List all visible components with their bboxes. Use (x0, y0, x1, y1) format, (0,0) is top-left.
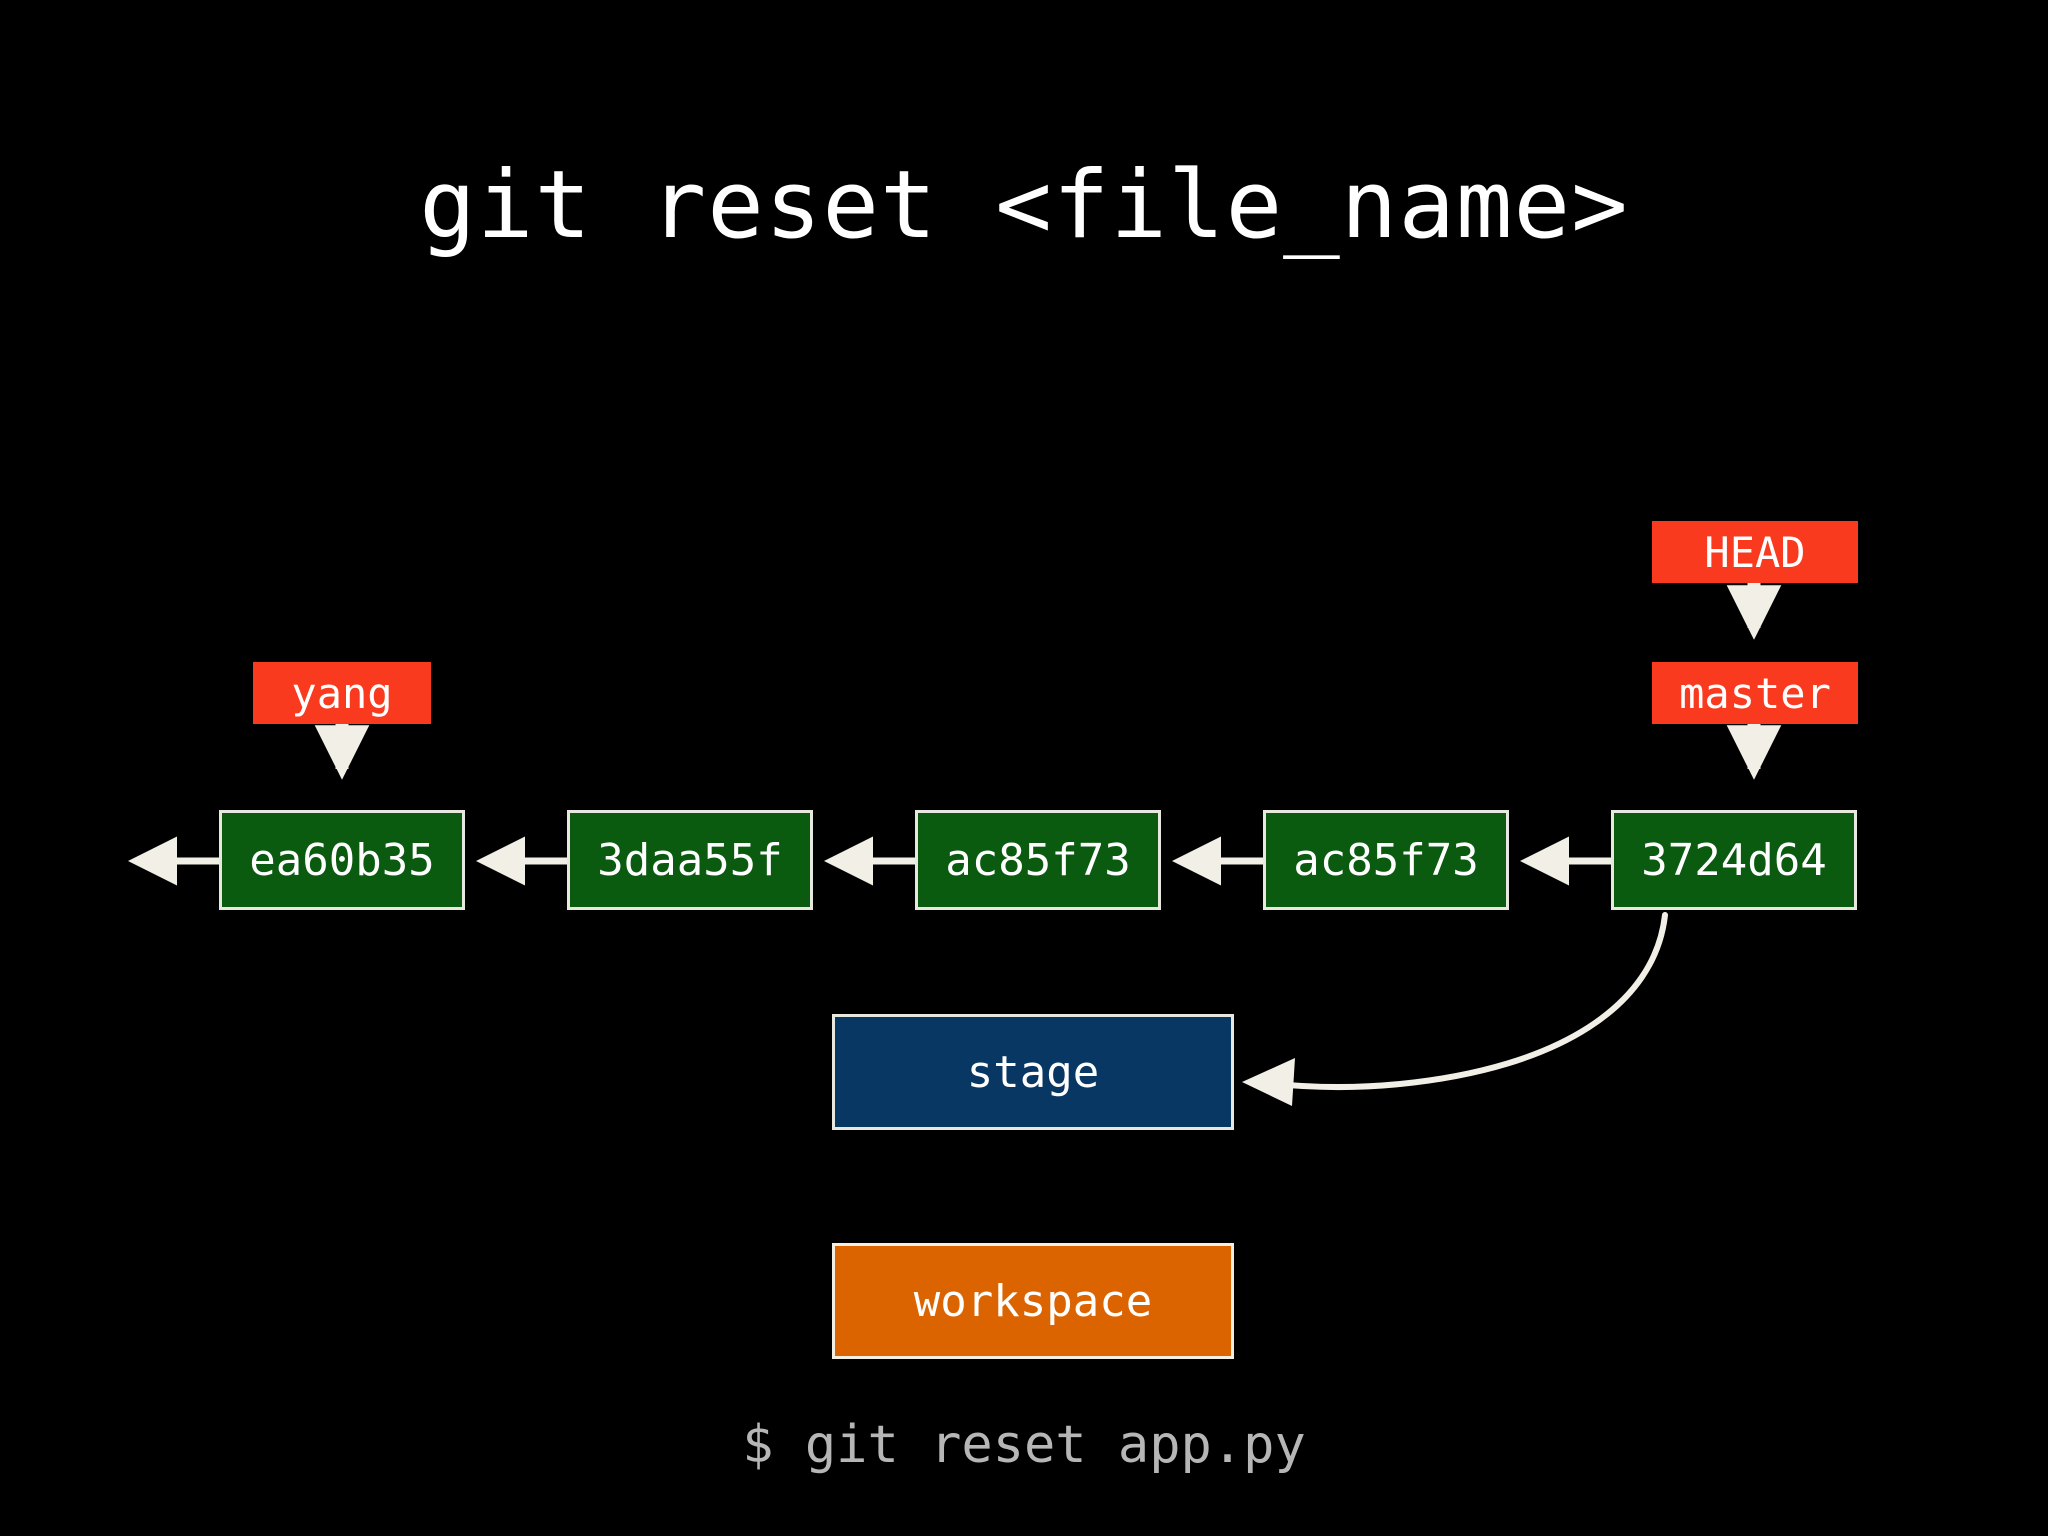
reset-to-stage-arrowhead (1242, 1058, 1295, 1106)
workspace-area-node[interactable]: workspace (832, 1243, 1234, 1359)
commit-label: ac85f73 (1293, 834, 1479, 886)
commit-label: ea60b35 (249, 834, 435, 886)
head-name: HEAD (1704, 527, 1806, 577)
workspace-label: workspace (913, 1275, 1153, 1327)
command-caption: $ git reset app.py (742, 1415, 1306, 1475)
commit-node-5[interactable]: 3724d64 (1611, 810, 1857, 910)
branch-label-yang[interactable]: yang (253, 662, 431, 724)
commit-node-1[interactable]: ea60b35 (219, 810, 465, 910)
commit-label: ac85f73 (945, 834, 1131, 886)
commit-label: 3724d64 (1641, 834, 1827, 886)
branch-label-master[interactable]: master (1652, 662, 1858, 724)
stage-label: stage (966, 1046, 1100, 1098)
reset-to-stage-arrow (1255, 912, 1668, 1091)
commit-node-3[interactable]: ac85f73 (915, 810, 1161, 910)
stage-area-node[interactable]: stage (832, 1014, 1234, 1130)
page-title: git reset <file_name> (419, 151, 1629, 260)
commit-node-2[interactable]: 3daa55f (567, 810, 813, 910)
head-pointer-label[interactable]: HEAD (1652, 521, 1858, 583)
commit-label: 3daa55f (597, 834, 783, 886)
commit-node-4[interactable]: ac85f73 (1263, 810, 1509, 910)
ref-pointer-arrows (314, 582, 1782, 780)
branch-name: yang (291, 668, 393, 718)
branch-name: master (1679, 668, 1831, 718)
